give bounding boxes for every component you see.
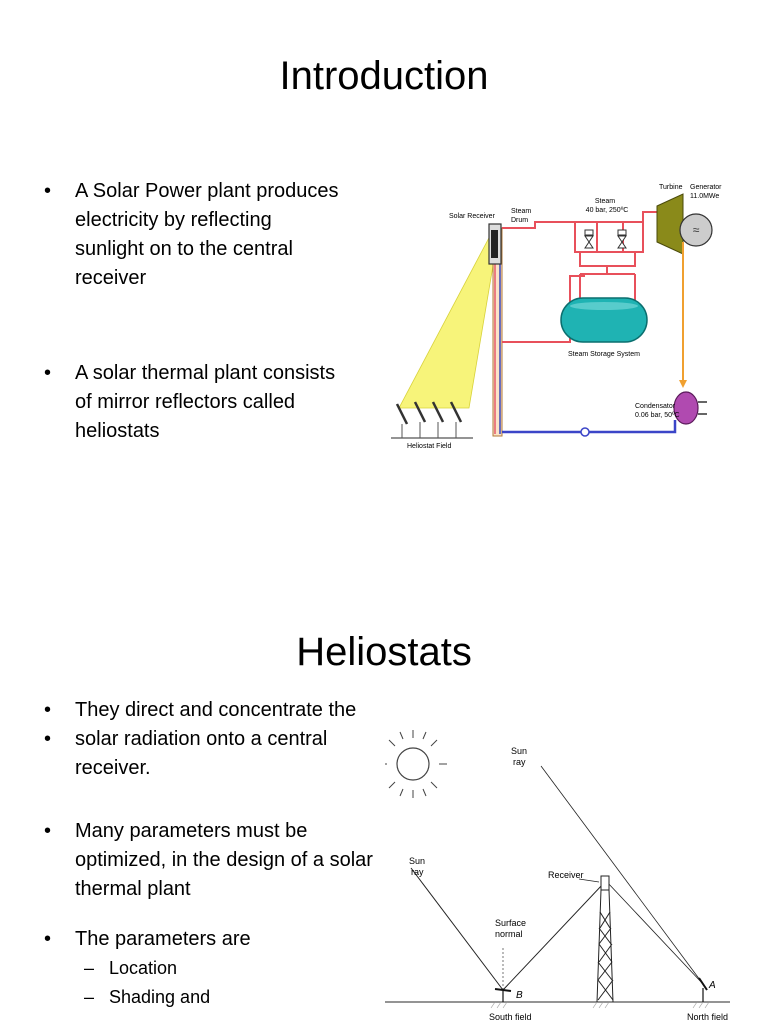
steam-drum-label: Steam bbox=[511, 208, 531, 215]
sub-bullet-item: – Location bbox=[44, 954, 373, 983]
bullet-line: optimized, in the design of a solar bbox=[75, 849, 373, 871]
ground-hatching bbox=[490, 1001, 710, 1009]
svg-text:≈: ≈ bbox=[693, 223, 700, 237]
bullet-dot: • bbox=[44, 362, 52, 384]
feedwater-pipe bbox=[502, 420, 677, 434]
generator-label: Generator bbox=[690, 184, 722, 191]
solar-receiver-label: Solar Receiver bbox=[449, 213, 496, 220]
condensator-spec-label: 0.06 bar, 50ºC bbox=[635, 412, 680, 419]
condensator-label: Condensator bbox=[635, 403, 676, 410]
valve-icon bbox=[584, 229, 594, 249]
heliostat-field-label: Heliostat Field bbox=[407, 443, 451, 450]
north-field-label: North field bbox=[687, 1012, 728, 1022]
steam-pressure-label: 40 bar, 250ºC bbox=[586, 207, 629, 214]
bullet-item: • They direct and concentrate the bbox=[44, 696, 373, 725]
solar-plant-diagram: ≈ Solar Receiver Steam Drum Steam 40 ba bbox=[391, 184, 722, 450]
pump-icon bbox=[580, 427, 590, 437]
steam-drum-label: Drum bbox=[511, 217, 528, 224]
bullet-line: Location bbox=[109, 958, 178, 978]
receiver-label: Receiver bbox=[548, 870, 584, 880]
sun-ray-line bbox=[410, 867, 504, 991]
sun-ray-label: Sun bbox=[409, 856, 425, 866]
condensator-icon bbox=[673, 391, 699, 425]
heliostat-mirrors bbox=[395, 401, 463, 425]
bullet-line: receiver bbox=[75, 267, 147, 289]
sun-icon bbox=[385, 730, 447, 798]
receiver-tower bbox=[596, 889, 614, 1003]
bullet-dot: • bbox=[44, 820, 52, 842]
sub-bullet-dash: – bbox=[84, 958, 95, 978]
sun-ray-label: Sun bbox=[511, 746, 527, 756]
sub-bullet-dash: – bbox=[84, 987, 95, 1007]
bullet-line: Shading and bbox=[109, 987, 211, 1007]
valve-loop bbox=[574, 221, 644, 253]
bullet-dot: • bbox=[44, 928, 52, 950]
surface-normal-label: Surface bbox=[495, 918, 526, 928]
bullet-line: A solar thermal plant consists bbox=[75, 362, 336, 384]
turbine-label: Turbine bbox=[659, 184, 683, 191]
reflected-ray-line bbox=[502, 883, 604, 991]
slide-title: Introduction bbox=[279, 54, 489, 98]
receiver-box bbox=[600, 875, 610, 891]
slide-introduction: Introduction • A Solar Power plant produ… bbox=[44, 54, 722, 450]
sun-ray-line bbox=[540, 765, 704, 985]
bullet-line: The parameters are bbox=[75, 928, 251, 950]
bullet-list: • They direct and concentrate the • sola… bbox=[44, 696, 373, 1012]
bullet-line: They direct and concentrate the bbox=[75, 699, 357, 721]
solar-receiver-core bbox=[491, 230, 498, 258]
bullet-line: heliostats bbox=[75, 420, 160, 442]
bullet-line: Many parameters must be bbox=[75, 820, 308, 842]
bullet-line: thermal plant bbox=[75, 878, 191, 900]
bullet-line: receiver. bbox=[75, 757, 151, 779]
bullet-line: solar radiation onto a central bbox=[75, 728, 328, 750]
generator-output-label: 11.0MWe bbox=[690, 193, 719, 200]
heliostat-mirror-b bbox=[494, 988, 512, 992]
point-a-label: A bbox=[708, 980, 716, 991]
bullet-line: electricity by reflecting bbox=[75, 209, 272, 231]
surface-normal-label: normal bbox=[495, 929, 523, 939]
slide-title: Heliostats bbox=[296, 630, 472, 674]
bullet-item: • solar radiation onto a central receive… bbox=[44, 725, 373, 783]
sub-bullet-item: – Shading and bbox=[44, 983, 373, 1012]
valve-icon bbox=[617, 229, 627, 249]
bullet-dot: • bbox=[44, 180, 52, 202]
steam-label: Steam bbox=[595, 198, 615, 205]
bullet-list: • A Solar Power plant produces electrici… bbox=[44, 177, 339, 446]
bullet-item: • A Solar Power plant produces electrici… bbox=[44, 177, 339, 293]
bullet-item: • The parameters are bbox=[44, 925, 373, 954]
heliostat-mirror-a bbox=[698, 977, 708, 991]
bullet-line: A Solar Power plant produces bbox=[75, 180, 339, 202]
reflected-ray-line bbox=[606, 881, 704, 985]
point-b-label: B bbox=[516, 990, 523, 1001]
south-field-label: South field bbox=[489, 1012, 532, 1022]
bullet-line: sunlight on to the central bbox=[75, 238, 293, 260]
bullet-line: of mirror reflectors called bbox=[75, 391, 296, 413]
sun-ray-label: ray bbox=[513, 757, 526, 767]
turbine-icon bbox=[656, 193, 684, 255]
heliostat-geometry-diagram: Sun ray Sun ray Receiver Surface normal … bbox=[385, 730, 730, 1022]
sunlight-beam bbox=[398, 233, 498, 409]
bullet-item: • Many parameters must be optimized, in … bbox=[44, 817, 373, 904]
sun-ray-label: ray bbox=[411, 867, 424, 877]
heliostat-posts bbox=[401, 422, 457, 438]
generator-icon bbox=[679, 213, 713, 247]
bullet-dot: • bbox=[44, 699, 52, 721]
bullet-item: • A solar thermal plant consists of mirr… bbox=[44, 359, 339, 446]
slide-heliostats: Heliostats • They direct and concentrate… bbox=[0, 512, 768, 1024]
bullet-dot: • bbox=[44, 728, 52, 750]
storage-label: Steam Storage System bbox=[568, 351, 640, 358]
